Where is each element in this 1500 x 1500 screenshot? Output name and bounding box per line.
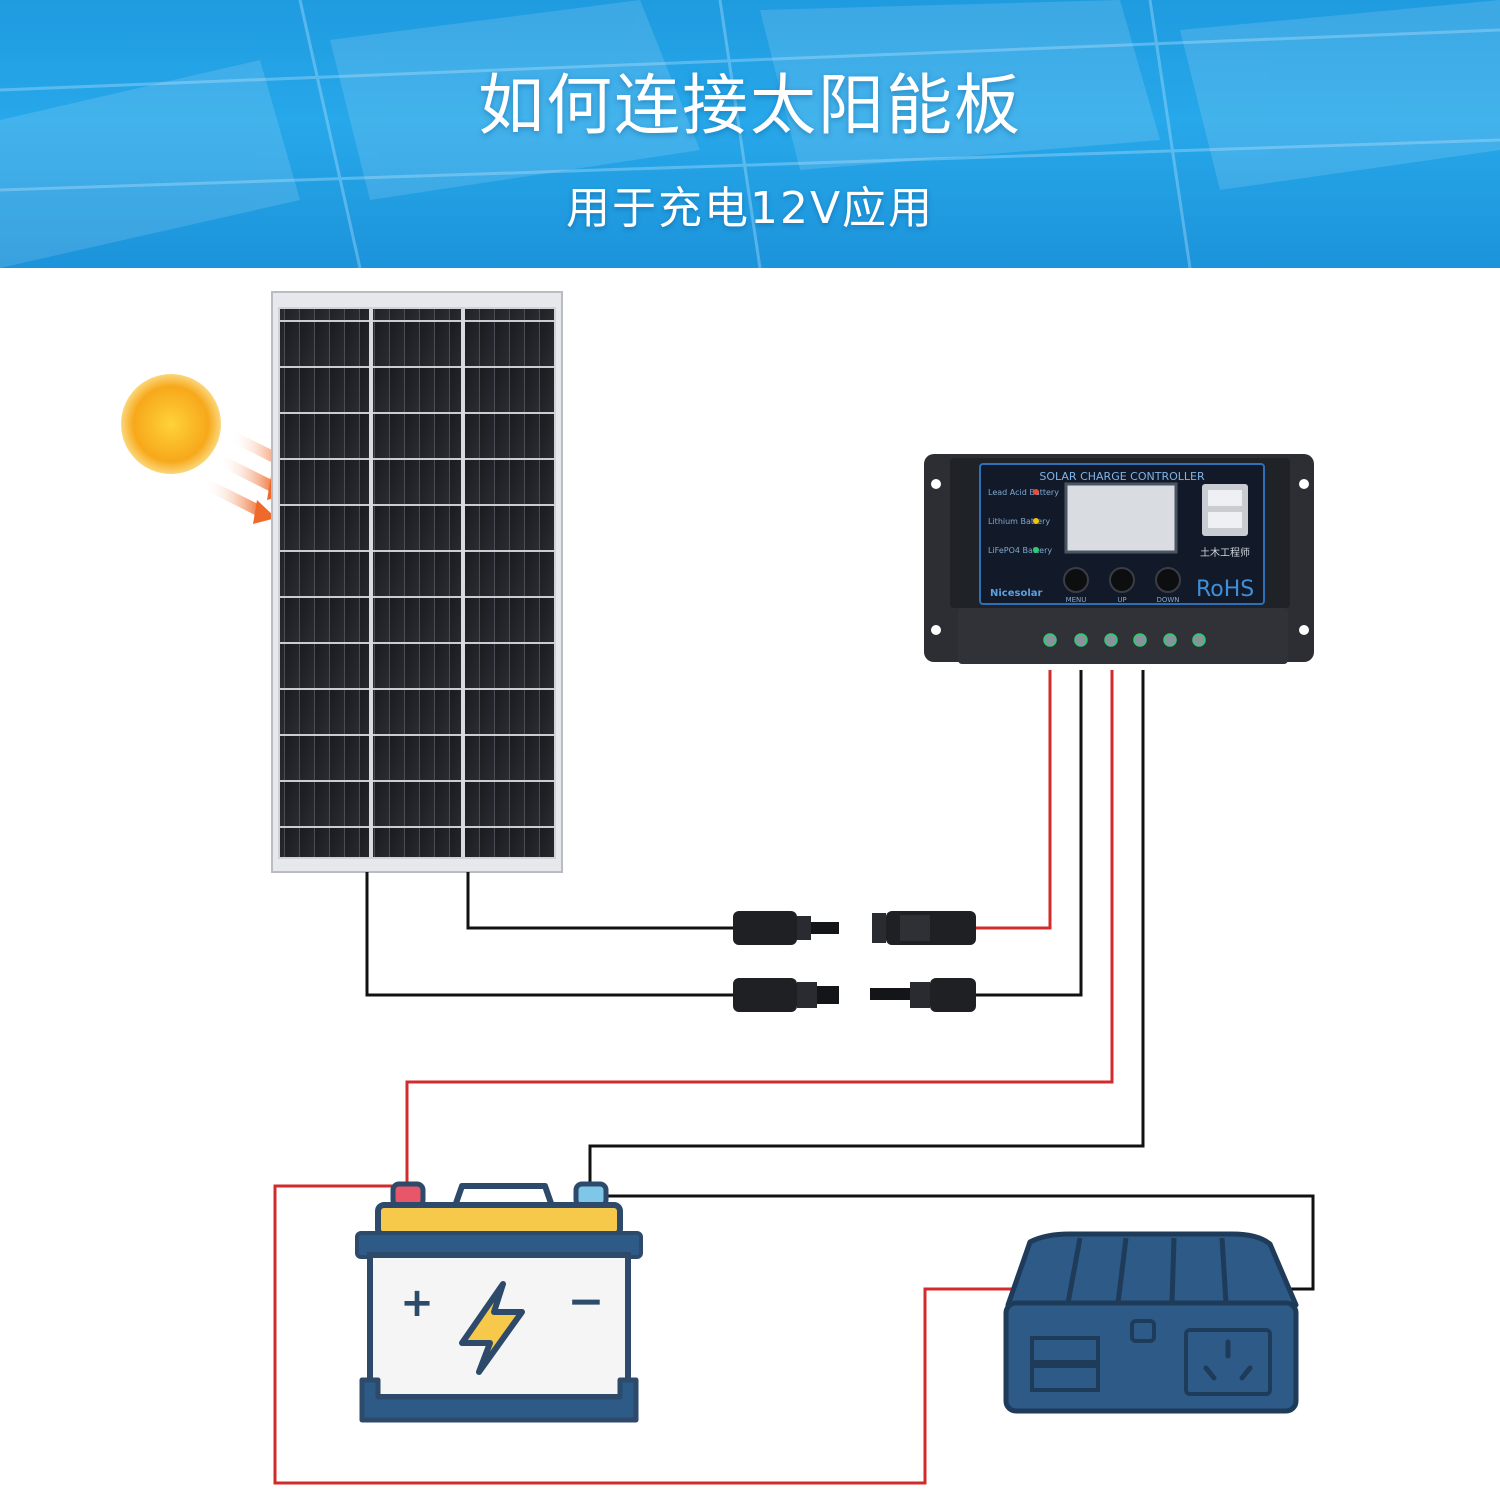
solar-panel <box>272 292 562 872</box>
panel-wires <box>367 872 735 995</box>
terminal-strip <box>958 608 1288 664</box>
lcd-screen <box>1066 484 1176 552</box>
rohs-label: RoHS <box>1196 577 1254 602</box>
watermark-text: 土木工程师 <box>1200 546 1250 559</box>
inverter-port-bottom <box>1032 1366 1098 1390</box>
up-button[interactable] <box>1110 568 1134 592</box>
battery-minus-symbol: − <box>568 1276 605 1327</box>
inverter-port-top <box>1032 1338 1098 1362</box>
led-green <box>1033 547 1039 553</box>
brand-label: Nicesolar <box>990 588 1043 599</box>
controller-label: SOLAR CHARGE CONTROLLER <box>1039 470 1205 483</box>
down-button[interactable] <box>1156 568 1180 592</box>
inverter-icon <box>1006 1234 1296 1411</box>
mc4-connector-right-bottom <box>870 978 976 1012</box>
inverter-led <box>1132 1321 1154 1341</box>
battery-plus-symbol: + <box>400 1280 434 1326</box>
mc4-connector-right-top <box>872 911 976 945</box>
charge-controller: SOLAR CHARGE CONTROLLER Lead Acid Batter… <box>924 454 1314 664</box>
usb-ports <box>1202 484 1248 536</box>
up-button-label: UP <box>1117 596 1126 604</box>
menu-button-label: MENU <box>1066 596 1087 604</box>
battery-type-lifepo4: LiFePO4 Battery <box>988 546 1052 555</box>
battery-type-lead-acid: Lead Acid Battery <box>988 488 1059 497</box>
down-button-label: DOWN <box>1156 596 1179 604</box>
battery-type-lithium: Lithium Battery <box>988 517 1050 526</box>
battery-icon: + − <box>357 1184 641 1420</box>
led-red <box>1033 489 1039 495</box>
mc4-connector-left-top <box>733 911 839 945</box>
mc4-connector-left-bottom <box>733 978 839 1012</box>
led-yellow <box>1033 518 1039 524</box>
menu-button[interactable] <box>1064 568 1088 592</box>
